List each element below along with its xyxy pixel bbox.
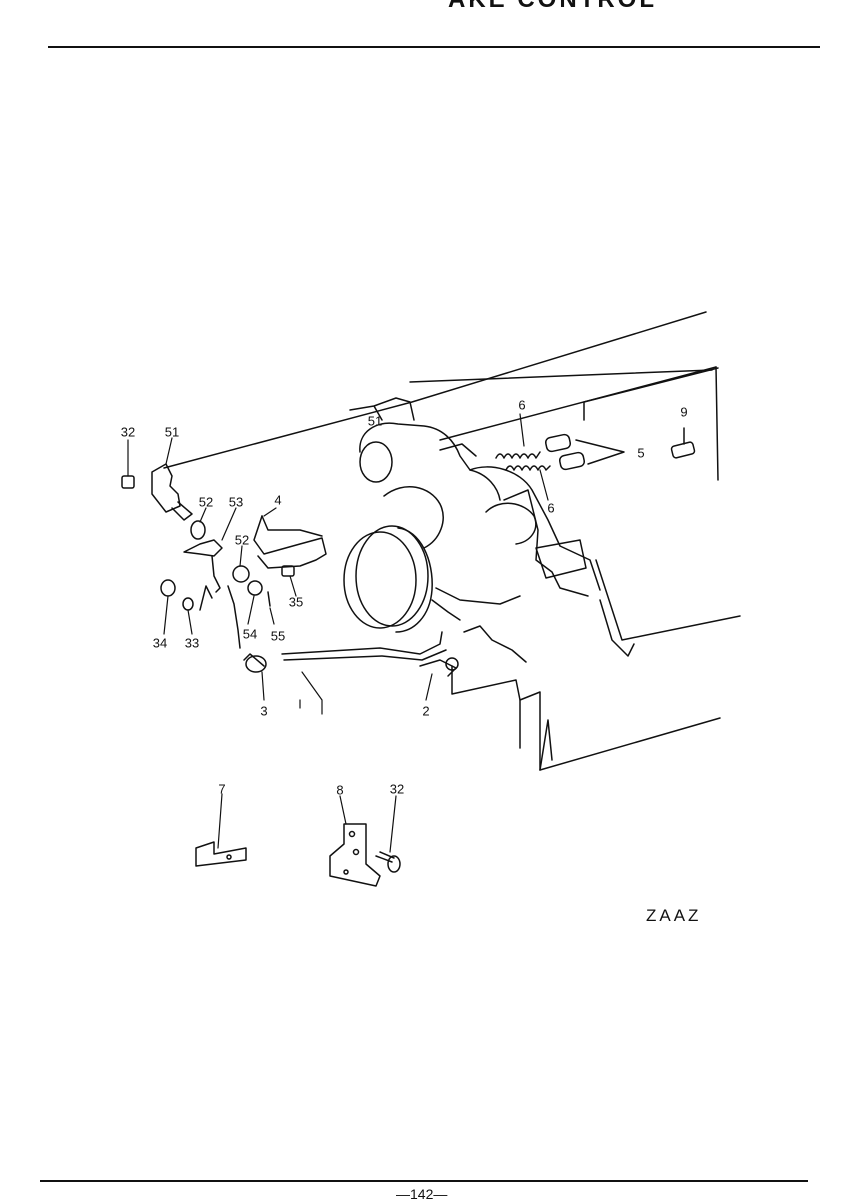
callout-32-lower: 32: [389, 781, 405, 797]
header-rule: [48, 46, 820, 48]
turbocharger: [349, 397, 601, 597]
callout-6-upper: 6: [518, 397, 526, 413]
callout-51-upper: 51: [367, 413, 383, 429]
springs: [495, 433, 625, 471]
callout-33: 33: [184, 635, 200, 651]
leader-lines: [127, 413, 549, 853]
callout-53: 53: [228, 494, 244, 510]
callout-55: 55: [270, 628, 286, 644]
page-title: AKE CONTROL: [448, 0, 657, 14]
callout-2: 2: [422, 703, 430, 719]
page-number: —142—: [396, 1186, 448, 1202]
callout-8: 8: [336, 782, 344, 798]
callout-34: 34: [152, 635, 168, 651]
callout-35: 35: [288, 594, 304, 610]
callout-3: 3: [260, 703, 268, 719]
bracket-assembly: [121, 463, 327, 673]
callout-32: 32: [120, 424, 136, 440]
callout-52-lower: 52: [234, 532, 250, 548]
callout-4: 4: [274, 492, 282, 508]
callout-6-lower: 6: [547, 500, 555, 516]
callout-51: 51: [164, 424, 180, 440]
engine-block: [163, 311, 741, 771]
callout-5: 5: [637, 445, 645, 461]
bracket-8: [329, 823, 401, 887]
bracket-7: [195, 841, 247, 867]
control-rod: [281, 631, 459, 677]
callout-9: 9: [680, 404, 688, 420]
callout-7: 7: [218, 781, 226, 797]
callout-54: 54: [242, 626, 258, 642]
pulley: [343, 525, 521, 633]
footer-rule: [40, 1180, 808, 1182]
figure-code: ZAAZ: [646, 906, 702, 925]
fitting-9: [670, 427, 696, 459]
callout-52: 52: [198, 494, 214, 510]
